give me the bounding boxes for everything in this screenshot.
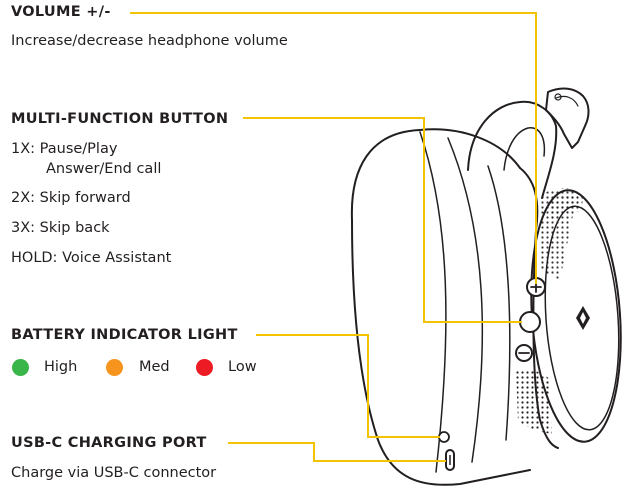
mfb-key: HOLD: <box>11 250 58 266</box>
volume-desc: Increase/decrease headphone volume <box>11 33 288 49</box>
ear-cushion <box>350 129 531 486</box>
volume-leader-line <box>130 12 537 284</box>
mfb-item-1x-cont: Answer/End call <box>46 161 161 177</box>
mfb-item-2x: 2X: Skip forward <box>11 190 131 206</box>
battery-low-dot <box>196 359 213 376</box>
mfb-action: Pause/Play <box>39 141 118 157</box>
mfb-title: MULTI-FUNCTION BUTTON <box>11 111 229 127</box>
mfb-key: 3X: <box>11 220 36 236</box>
mfb-item-3x: 3X: Skip back <box>11 220 110 236</box>
battery-high-label: High <box>44 359 78 375</box>
usb-title: USB-C CHARGING PORT <box>11 435 207 451</box>
mfb-action: Skip back <box>39 220 110 236</box>
mfb-item-1x: 1X: Pause/Play <box>11 141 117 157</box>
mfb-action: Voice Assistant <box>62 250 172 266</box>
battery-leader-line <box>256 334 440 438</box>
multi-function-button-icon <box>519 311 541 333</box>
battery-high-dot <box>12 359 29 376</box>
battery-low-label: Low <box>228 359 257 375</box>
mfb-action: Skip forward <box>39 190 131 206</box>
mfb-action: Answer/End call <box>46 161 162 177</box>
battery-med-dot <box>106 359 123 376</box>
usb-desc: Charge via USB-C connector <box>11 465 217 481</box>
mfb-key: 2X: <box>11 190 36 206</box>
mfb-leader-line <box>243 117 522 323</box>
usb-leader-line <box>228 442 446 462</box>
volume-title: VOLUME +/- <box>11 4 111 20</box>
brand-logo-icon <box>576 306 590 330</box>
headband-yoke <box>467 100 558 199</box>
battery-title: BATTERY INDICATOR LIGHT <box>11 327 238 343</box>
mfb-key: 1X: <box>11 141 36 157</box>
battery-med-label: Med <box>139 359 170 375</box>
battery-led-icon <box>438 431 450 443</box>
headband-tip <box>545 87 590 149</box>
mfb-item-hold: HOLD: Voice Assistant <box>11 250 171 266</box>
